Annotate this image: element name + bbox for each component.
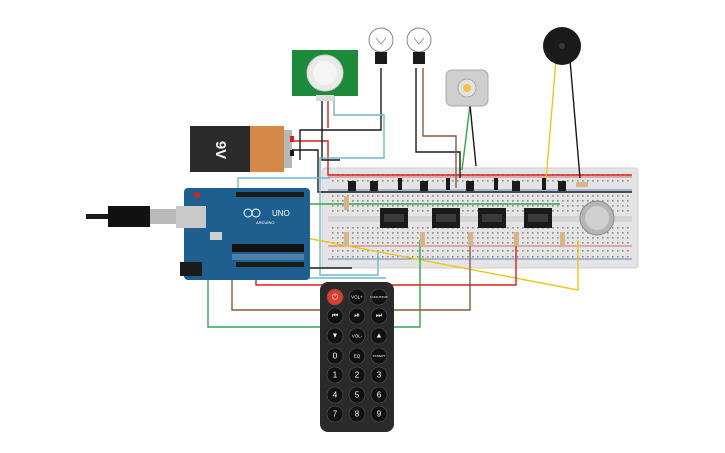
- resistor: [344, 196, 349, 210]
- remote-6-button[interactable]: 6: [370, 386, 388, 404]
- wire-black: [321, 96, 340, 161]
- remote-st-rept-button-label: ST/REPT: [373, 354, 386, 358]
- remote-eq-button[interactable]: EQ: [348, 347, 366, 365]
- wire-green: [461, 104, 471, 171]
- resistor: [420, 232, 425, 246]
- remote-down-button[interactable]: ▼: [326, 327, 344, 345]
- wire-green: [469, 104, 477, 167]
- remote-vol-down-button[interactable]: VOL-: [348, 327, 366, 345]
- remote-power-button-label: ⏻: [332, 293, 339, 302]
- dc-motor: [445, 69, 489, 107]
- resistor: [514, 232, 519, 246]
- transistor: [512, 181, 520, 191]
- remote-rewind-button-label: ⏮: [332, 313, 338, 320]
- battery-label: 9V: [212, 141, 229, 159]
- remote-2-button[interactable]: 2: [348, 366, 366, 384]
- battery-9v: 9V: [190, 126, 294, 172]
- remote-forward-button[interactable]: ⏭: [370, 307, 388, 325]
- remote-3-button-label: 3: [377, 371, 382, 380]
- ir-remote: ⏻ VOL+ FUNC/STOP ⏮ ⏯ ⏭ ▼ VOL- ▲ 0 EQ ST/REPT 1 2 3 4 5 6 7…: [320, 282, 394, 432]
- remote-play-pause-button[interactable]: ⏯: [348, 307, 366, 325]
- piezo-buzzer: [543, 27, 581, 65]
- remote-8-button-label: 8: [355, 410, 360, 419]
- wire-brown: [422, 68, 457, 188]
- remote-vol-up-button-label: VOL+: [351, 295, 363, 300]
- resistor: [468, 232, 473, 246]
- transistor: [558, 181, 566, 191]
- remote-5-button-label: 5: [355, 391, 360, 400]
- transistor: [370, 181, 378, 191]
- remote-func-stop-button[interactable]: FUNC/STOP: [370, 288, 388, 306]
- remote-vol-down-button-label: VOL-: [352, 334, 363, 339]
- remote-st-rept-button[interactable]: ST/REPT: [370, 347, 388, 365]
- gas-sensor: [579, 200, 615, 236]
- transistor: [420, 181, 428, 191]
- remote-forward-button-label: ⏭: [376, 313, 383, 320]
- remote-1-button[interactable]: 1: [326, 366, 344, 384]
- remote-func-stop-button-label: FUNC/STOP: [370, 295, 387, 299]
- remote-4-button[interactable]: 4: [326, 386, 344, 404]
- remote-up-button[interactable]: ▲: [370, 327, 388, 345]
- arduino-model: UNO: [272, 209, 290, 218]
- remote-5-button[interactable]: 5: [348, 386, 366, 404]
- usb-cable: [86, 206, 176, 227]
- arduino-brand: ARDUINO: [256, 220, 274, 225]
- relay-module: [478, 208, 506, 228]
- remote-play-pause-button-label: ⏯: [354, 313, 360, 320]
- resistor: [560, 232, 565, 246]
- light-bulb: [406, 27, 432, 64]
- diode: [398, 178, 402, 190]
- remote-9-button-label: 9: [377, 410, 382, 419]
- wire-black: [299, 68, 382, 160]
- diode: [446, 178, 450, 190]
- resistor: [344, 232, 349, 246]
- wire-black: [292, 149, 632, 193]
- remote-4-button-label: 4: [333, 391, 338, 400]
- remote-down-button-label: ▼: [332, 333, 339, 340]
- remote-7-button-label: 7: [333, 410, 338, 419]
- remote-3-button[interactable]: 3: [370, 366, 388, 384]
- resistor: [576, 182, 588, 187]
- relay-module: [524, 208, 552, 228]
- remote-eq-button-label: EQ: [354, 354, 361, 359]
- remote-up-button-label: ▲: [376, 333, 383, 340]
- remote-2-button-label: 2: [355, 371, 360, 380]
- remote-1-button-label: 1: [333, 371, 338, 380]
- diode: [494, 178, 498, 190]
- transistor: [348, 181, 356, 191]
- diode: [542, 178, 546, 190]
- wire-blue: [319, 96, 385, 276]
- remote-0-button-label: 0: [333, 352, 338, 361]
- wire-yellow: [545, 59, 557, 181]
- remote-power-button[interactable]: ⏻: [326, 288, 344, 306]
- relay-module: [432, 208, 460, 228]
- wire-black: [415, 68, 461, 178]
- remote-7-button[interactable]: 7: [326, 405, 344, 423]
- remote-9-button[interactable]: 9: [370, 405, 388, 423]
- transistor: [466, 181, 474, 191]
- relay-module: [380, 208, 408, 228]
- pir-motion-sensor: [292, 50, 358, 101]
- remote-rewind-button[interactable]: ⏮: [326, 307, 344, 325]
- remote-0-button[interactable]: 0: [326, 347, 344, 365]
- remote-8-button[interactable]: 8: [348, 405, 366, 423]
- arduino-uno: ARDUINO UNO: [176, 188, 310, 280]
- remote-vol-up-button[interactable]: VOL+: [348, 288, 366, 306]
- wire-black: [569, 59, 581, 179]
- remote-6-button-label: 6: [377, 391, 382, 400]
- light-bulb: [368, 27, 394, 64]
